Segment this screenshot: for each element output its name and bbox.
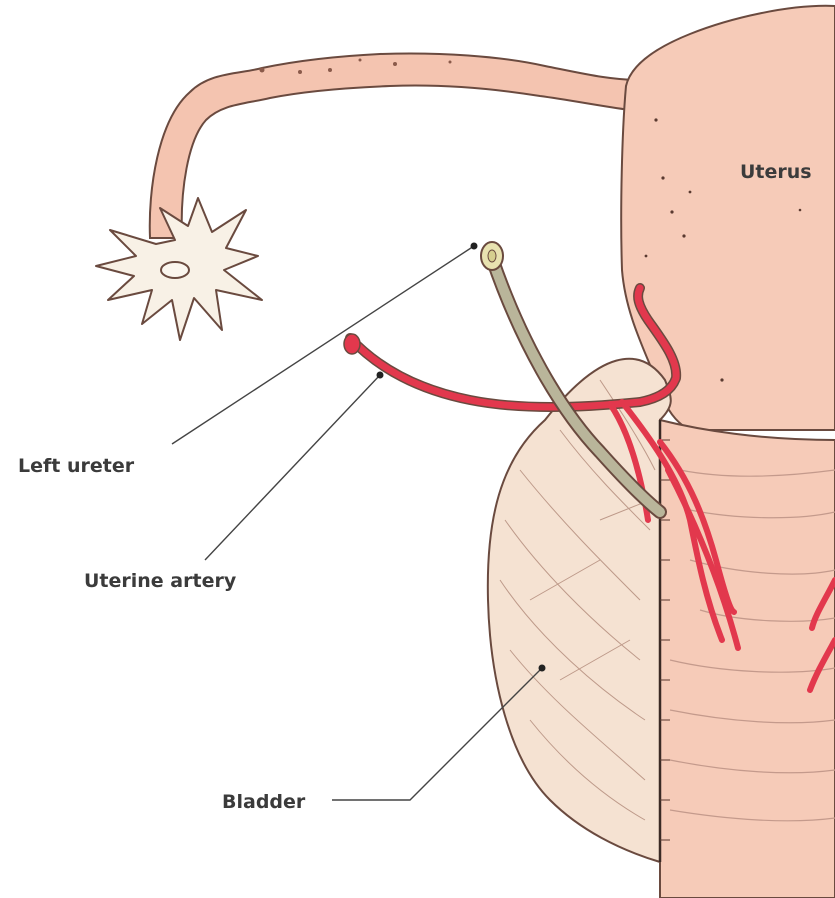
fallopian-tube [150, 54, 640, 239]
cervix [660, 420, 835, 898]
left-ureter-lumen [488, 250, 496, 262]
label-uterus: Uterus [740, 161, 812, 183]
label-uterine-artery: Uterine artery [84, 570, 237, 592]
dot-left-ureter [471, 243, 478, 250]
leader-lines [172, 246, 542, 800]
dot-bladder [539, 665, 546, 672]
uterine-artery-cut-end [344, 334, 360, 354]
label-bladder: Bladder [222, 791, 306, 813]
label-left-ureter: Left ureter [18, 455, 135, 477]
leader-uterine-artery [205, 375, 380, 560]
fimbriae-opening [161, 262, 189, 278]
dot-uterine-artery [377, 372, 384, 379]
